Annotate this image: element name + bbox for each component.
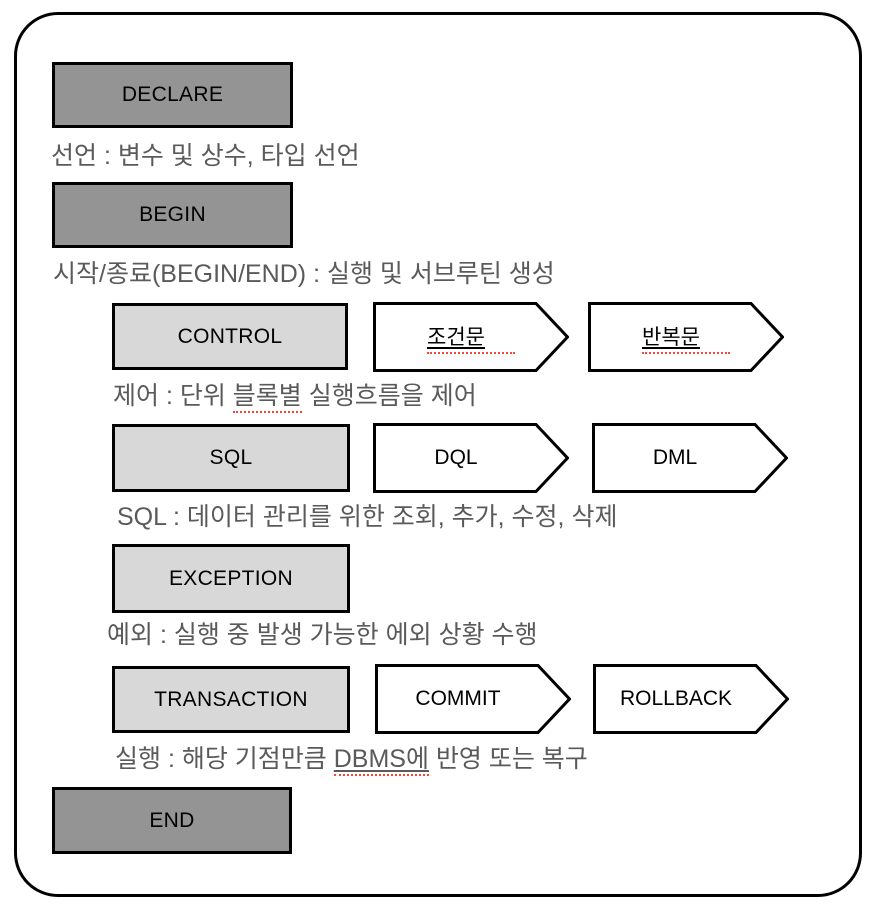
right-arrow-shape — [593, 664, 789, 734]
dql-arrow: DQL — [373, 423, 569, 493]
control-box: CONTROL — [112, 303, 348, 370]
loop-statement-arrow-label: 반복문 — [642, 321, 730, 354]
right-arrow-shape — [592, 423, 788, 493]
transaction-caption-after: 반영 또는 복구 — [428, 745, 588, 773]
begin-caption: 시작/종료(BEGIN/END) : 실행 및 서브루틴 생성 — [53, 260, 555, 288]
control-caption-squiggle-word: 블록별 — [232, 382, 302, 413]
sql-box-label: SQL — [209, 446, 253, 469]
right-arrow-shape — [588, 302, 784, 372]
commit-arrow: COMMIT — [375, 664, 571, 734]
exception-box-label: EXCEPTION — [168, 566, 294, 590]
right-arrow-shape — [373, 302, 569, 372]
transaction-caption: 실행 : 해당 기점만큼 DBMS에 반영 또는 복구 — [115, 744, 588, 776]
transaction-caption-squiggle-word: DBMS에 — [333, 745, 429, 776]
rollback-arrow: ROLLBACK — [593, 664, 789, 734]
control-caption: 제어 : 단위 블록별 실행흐름을 제어 — [113, 381, 477, 413]
rollback-arrow-label: ROLLBACK — [619, 687, 733, 710]
exception-caption: 예외 : 실행 중 발생 가능한 에외 상황 수행 — [107, 621, 538, 649]
declare-caption: 선언 : 변수 및 상수, 타입 선언 — [51, 142, 360, 170]
sql-caption: SQL : 데이터 관리를 위한 조회, 추가, 수정, 삭제 — [117, 503, 618, 531]
right-arrow-shape — [373, 423, 569, 493]
transaction-caption-before: 실행 : 해당 기점만큼 — [115, 745, 334, 773]
control-caption-after: 실행흐름을 제어 — [301, 382, 477, 410]
end-box-label: END — [149, 808, 195, 832]
transaction-box-label: TRANSACTION — [154, 687, 308, 711]
right-arrow-shape — [375, 664, 571, 734]
declare-box: DECLARE — [52, 62, 293, 128]
sql-box: SQL — [112, 424, 350, 492]
begin-box-label: BEGIN — [139, 203, 206, 226]
diagram-frame — [14, 12, 862, 897]
conditional-statement-arrow: 조건문 — [373, 302, 569, 372]
begin-box: BEGIN — [52, 182, 293, 248]
dml-arrow-label: DML — [652, 446, 698, 469]
transaction-box: TRANSACTION — [112, 666, 350, 733]
commit-arrow-label: COMMIT — [415, 687, 501, 710]
loop-statement-arrow: 반복문 — [588, 302, 784, 372]
declare-box-label: DECLARE — [121, 83, 224, 106]
end-box: END — [52, 787, 292, 854]
dql-arrow-label: DQL — [434, 446, 478, 469]
dml-arrow: DML — [592, 423, 788, 493]
control-box-label: CONTROL — [177, 324, 283, 348]
conditional-statement-arrow-label: 조건문 — [427, 321, 515, 354]
control-caption-before: 제어 : 단위 — [113, 382, 233, 410]
exception-box: EXCEPTION — [112, 544, 350, 613]
